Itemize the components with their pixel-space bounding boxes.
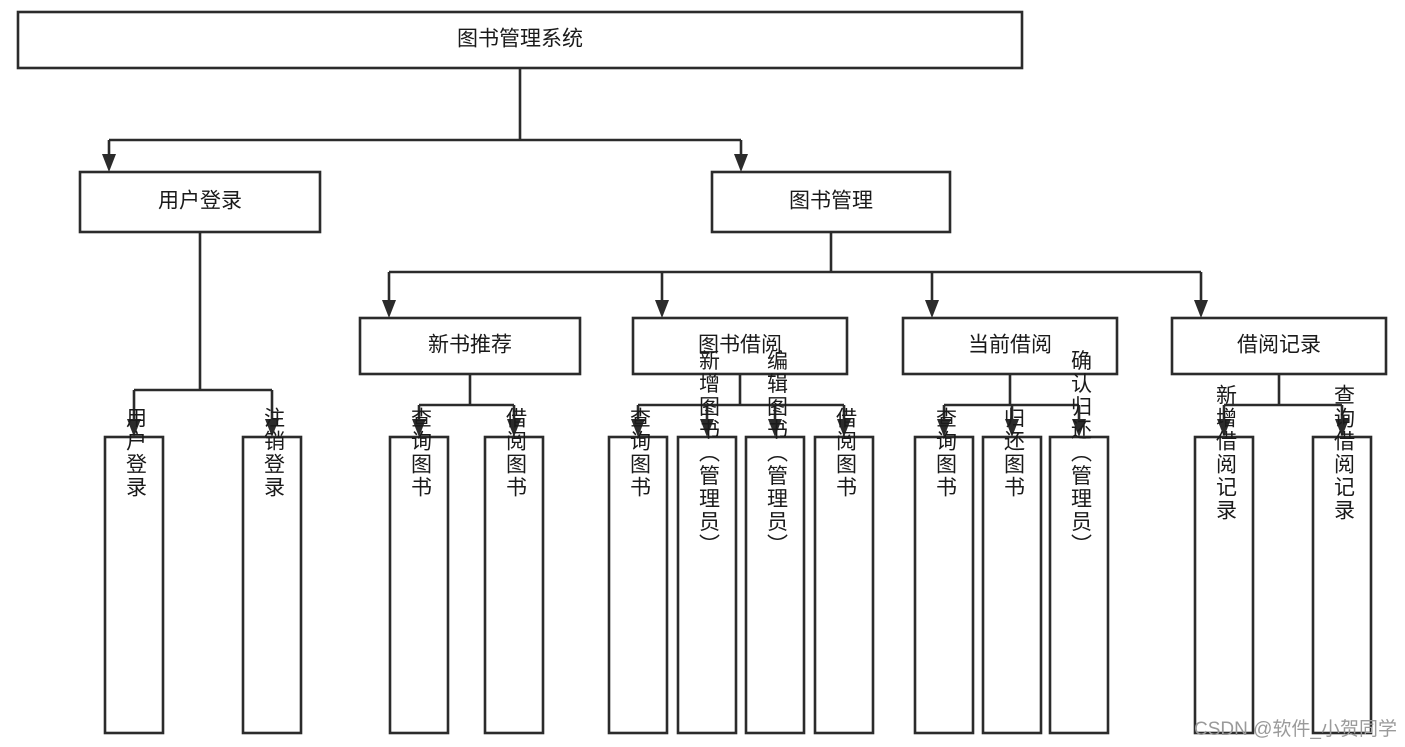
arrow-head-icon bbox=[1335, 419, 1349, 437]
arrow-head-icon bbox=[925, 300, 939, 318]
node-label-new-book-recommend: 新书推荐 bbox=[428, 334, 512, 357]
node-label-return-book: 归还图书 bbox=[1001, 407, 1025, 499]
connector-root-to-level2 bbox=[102, 68, 748, 172]
node-confirm-return-admin[interactable]: 确认归还（管理员） bbox=[1048, 350, 1110, 735]
node-label-query-book-3: 查询图书 bbox=[933, 407, 957, 499]
node-label-borrow-record: 借阅记录 bbox=[1237, 334, 1321, 357]
node-box-edit-book-admin bbox=[744, 435, 806, 735]
node-box-book-borrow bbox=[631, 316, 849, 376]
arrow-head-icon bbox=[937, 419, 951, 437]
node-label-book-manage: 图书管理 bbox=[789, 190, 873, 213]
connector-book-borrow-to-leaves bbox=[631, 374, 851, 437]
node-label-add-book-admin: 新增图书（管理员） bbox=[696, 350, 720, 557]
node-box-new-book-recommend bbox=[358, 316, 582, 376]
node-label-query-book-1: 查询图书 bbox=[408, 407, 432, 499]
node-label-query-borrow-record: 查询借阅记录 bbox=[1331, 384, 1355, 522]
node-box-book-manage bbox=[710, 170, 952, 234]
node-add-borrow-record[interactable]: 新增借阅记录 bbox=[1193, 384, 1255, 735]
node-box-current-borrow bbox=[901, 316, 1119, 376]
node-box-add-borrow-record bbox=[1193, 435, 1255, 735]
node-box-query-book-2 bbox=[607, 435, 669, 735]
node-box-query-borrow-record bbox=[1311, 435, 1373, 735]
node-box-user-login-leaf bbox=[103, 435, 165, 735]
node-root[interactable]: 图书管理系统 bbox=[16, 10, 1024, 70]
node-user-login-leaf[interactable]: 用户登录 bbox=[103, 407, 165, 735]
node-label-user-logout-leaf: 注销登录 bbox=[261, 407, 285, 499]
arrow-head-icon bbox=[127, 419, 141, 437]
node-query-book-2[interactable]: 查询图书 bbox=[607, 407, 669, 735]
node-label-borrow-book-2: 借阅图书 bbox=[833, 407, 857, 499]
node-borrow-record[interactable]: 借阅记录 bbox=[1170, 316, 1388, 376]
arrow-head-icon bbox=[507, 419, 521, 437]
node-box-return-book bbox=[981, 435, 1043, 735]
arrow-head-icon bbox=[265, 419, 279, 437]
connector-current-borrow-to-leaves bbox=[937, 374, 1086, 437]
node-add-book-admin[interactable]: 新增图书（管理员） bbox=[676, 350, 738, 735]
node-label-confirm-return-admin: 确认归还（管理员） bbox=[1068, 350, 1092, 557]
arrow-head-icon bbox=[655, 300, 669, 318]
node-box-user-logout-leaf bbox=[241, 435, 303, 735]
node-label-root: 图书管理系统 bbox=[457, 28, 583, 51]
connector-borrow-record-to-leaves bbox=[1217, 374, 1349, 437]
node-return-book[interactable]: 归还图书 bbox=[981, 407, 1043, 735]
node-label-query-book-2: 查询图书 bbox=[627, 407, 651, 499]
arrow-head-icon bbox=[1072, 419, 1086, 437]
arrow-head-icon bbox=[102, 154, 116, 172]
node-query-book-3[interactable]: 查询图书 bbox=[913, 407, 975, 735]
node-box-query-book-1 bbox=[388, 435, 450, 735]
node-new-book-recommend[interactable]: 新书推荐 bbox=[358, 316, 582, 376]
node-edit-book-admin[interactable]: 编辑图书（管理员） bbox=[744, 350, 806, 735]
arrow-head-icon bbox=[734, 154, 748, 172]
node-box-confirm-return-admin bbox=[1048, 435, 1110, 735]
node-box-root bbox=[16, 10, 1024, 70]
node-box-query-book-3 bbox=[913, 435, 975, 735]
arrow-head-icon bbox=[837, 419, 851, 437]
node-label-add-borrow-record: 新增借阅记录 bbox=[1213, 384, 1237, 522]
node-layer: 图书管理系统用户登录用户登录注销登录图书管理新书推荐查询图书借阅图书图书借阅查询… bbox=[16, 10, 1388, 735]
node-box-user-login bbox=[78, 170, 322, 234]
node-user-login[interactable]: 用户登录 bbox=[78, 170, 322, 234]
arrow-head-icon bbox=[382, 300, 396, 318]
node-borrow-book-1[interactable]: 借阅图书 bbox=[483, 407, 545, 735]
node-label-borrow-book-1: 借阅图书 bbox=[503, 407, 527, 499]
arrow-head-icon bbox=[768, 419, 782, 437]
connector-new-book-recommend-to-leaves bbox=[412, 374, 521, 437]
node-user-logout-leaf[interactable]: 注销登录 bbox=[241, 407, 303, 735]
arrow-head-icon bbox=[412, 419, 426, 437]
node-book-borrow[interactable]: 图书借阅 bbox=[631, 316, 849, 376]
arrow-head-icon bbox=[1005, 419, 1019, 437]
node-label-current-borrow: 当前借阅 bbox=[968, 334, 1052, 357]
node-current-borrow[interactable]: 当前借阅 bbox=[901, 316, 1119, 376]
arrow-head-icon bbox=[1217, 419, 1231, 437]
arrow-head-icon bbox=[1194, 300, 1208, 318]
node-label-book-borrow: 图书借阅 bbox=[698, 334, 782, 357]
node-label-user-login-leaf: 用户登录 bbox=[123, 407, 147, 499]
node-query-borrow-record[interactable]: 查询借阅记录 bbox=[1311, 384, 1373, 735]
node-book-manage[interactable]: 图书管理 bbox=[710, 170, 952, 234]
node-box-add-book-admin bbox=[676, 435, 738, 735]
connector-book-manage-to-level3 bbox=[382, 232, 1208, 318]
node-label-edit-book-admin: 编辑图书（管理员） bbox=[764, 350, 788, 557]
arrow-head-icon bbox=[700, 419, 714, 437]
node-query-book-1[interactable]: 查询图书 bbox=[388, 407, 450, 735]
arrow-head-icon bbox=[631, 419, 645, 437]
node-label-user-login: 用户登录 bbox=[158, 190, 242, 213]
connector-user-login-to-leaves bbox=[127, 232, 279, 437]
node-box-borrow-book-2 bbox=[813, 435, 875, 735]
node-box-borrow-book-1 bbox=[483, 435, 545, 735]
node-box-borrow-record bbox=[1170, 316, 1388, 376]
node-borrow-book-2[interactable]: 借阅图书 bbox=[813, 407, 875, 735]
connector-layer bbox=[102, 68, 1349, 437]
